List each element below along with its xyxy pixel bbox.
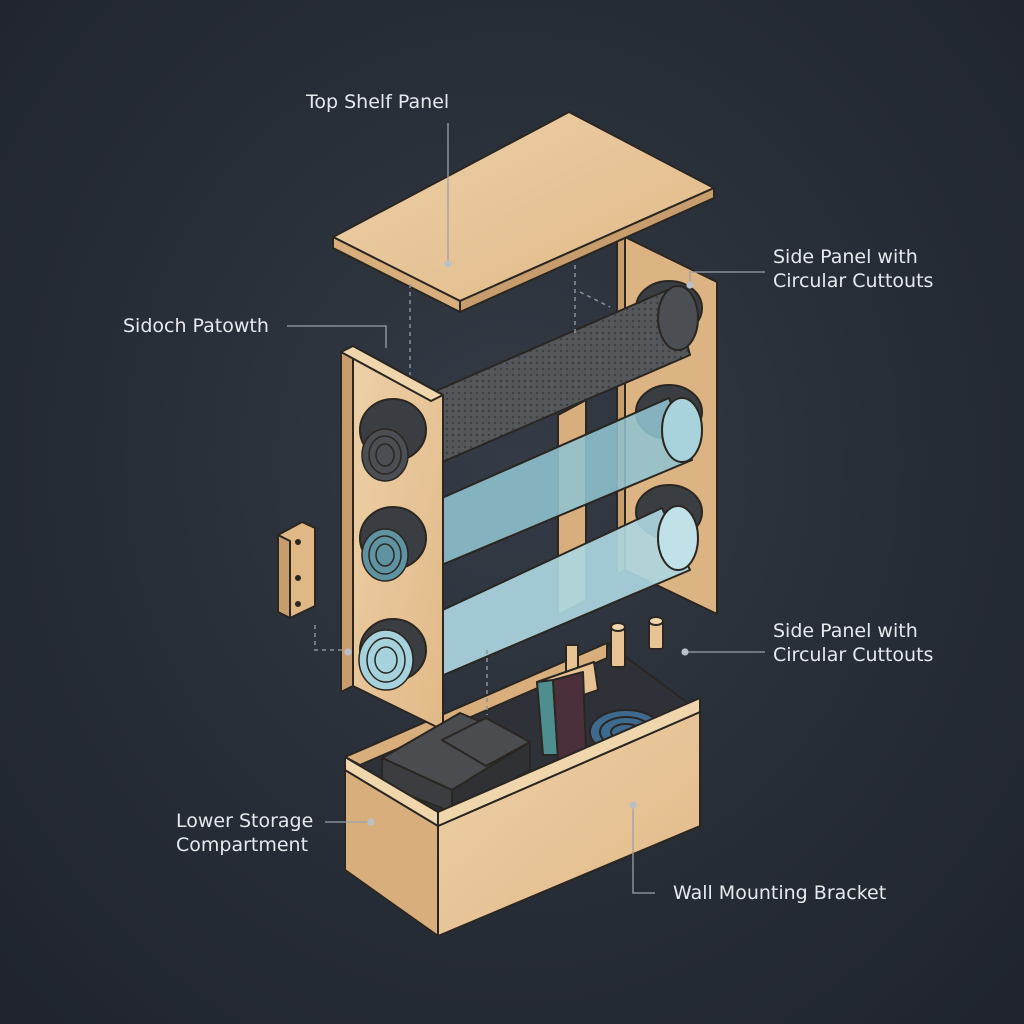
assembly-guide-lines [314,265,611,715]
label-left-callout: Sidoch Patowth [123,315,269,337]
callout-dots [344,260,694,826]
wall-bracket [277,521,316,619]
lower-storage-box [344,697,701,937]
label-top-shelf-panel: Top Shelf Panel [306,91,450,113]
label-lower-storage: Lower Storage Compartment [176,810,314,856]
wooden-pegs [610,616,664,668]
label-wall-mounting-bracket: Wall Mounting Bracket [673,882,887,904]
label-side-panel-upper: Side Panel with Circular Cuttouts [773,246,934,292]
callout-leaders [287,123,765,894]
label-side-panel-lower: Side Panel with Circular Cuttouts [773,620,934,666]
mat-roll-ends [358,428,414,691]
top-shelf-panel [332,111,715,313]
storage-items [381,644,663,813]
